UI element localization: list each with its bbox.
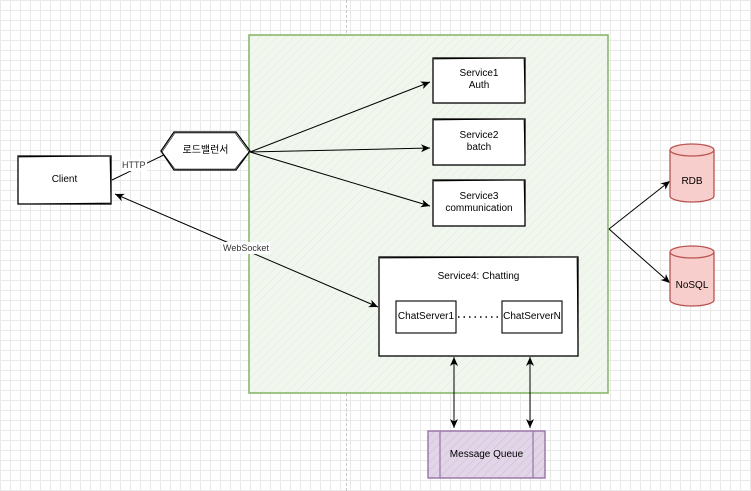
- client-node[interactable]: [17, 155, 112, 205]
- chatserver1-node[interactable]: [395, 300, 457, 334]
- edge-lb-to-service2: [249, 144, 431, 153]
- edge-cluster-to-nosql: [608, 228, 671, 284]
- edge-client-to-lb: [111, 150, 173, 181]
- load-balancer-node[interactable]: [160, 131, 251, 171]
- message-queue-node[interactable]: [427, 430, 546, 479]
- edge-lb-to-service1: [249, 81, 431, 153]
- edge-cluster-to-rdb: [608, 180, 671, 230]
- nosql-cylinder[interactable]: [669, 245, 715, 307]
- edges: [111, 81, 671, 428]
- rdb-cylinder[interactable]: [669, 143, 715, 203]
- service1-node[interactable]: [432, 57, 526, 104]
- service3-node[interactable]: [432, 179, 526, 227]
- chatservern-node[interactable]: [501, 300, 563, 334]
- service2-node[interactable]: [432, 118, 526, 166]
- edge-lb-to-service3: [249, 151, 431, 208]
